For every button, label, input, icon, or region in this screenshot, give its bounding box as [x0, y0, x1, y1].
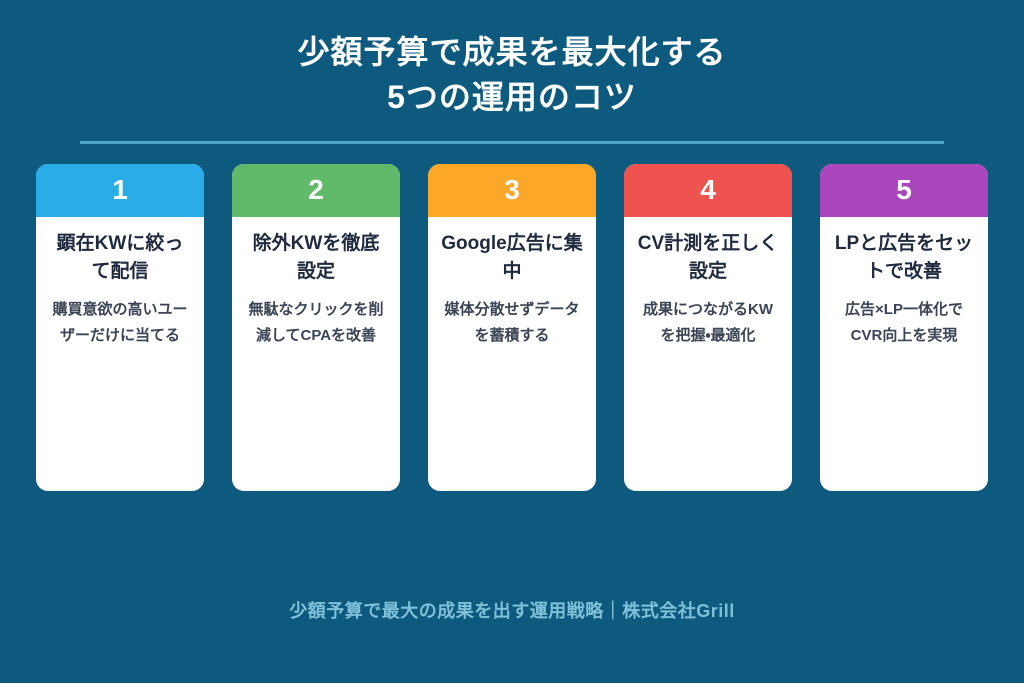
page-title-line-1: 少額予算で成果を最大化する [297, 34, 727, 70]
step-5-description: 広告×LP一体化でCVR向上を実現 [845, 300, 963, 345]
step-card-4: 4 CV計測を正しく設定 成果につながるKWを把握・最適化 [624, 163, 792, 491]
step-3-content: Google広告に集中 媒体分散せずデータを蓄積する [428, 217, 596, 350]
step-1-title: 顕在KWに絞って配信 [56, 232, 184, 283]
steps-row: 1 顕在KWに絞って配信 購買意欲の高いユーザーだけに当てる 2 除外KWを徹底… [0, 163, 1024, 491]
step-2-description: 無駄なクリックを削減してCPAを改善 [248, 300, 384, 345]
page-title-line-2: 5つの運用のコツ [387, 79, 637, 116]
step-3-description: 媒体分散せずデータを蓄積する [444, 300, 580, 345]
step-4-content: CV計測を正しく設定 成果につながるKWを把握・最適化 [624, 217, 792, 350]
step-2-title: 除外KWを徹底設定 [252, 232, 380, 283]
step-5-number-badge: 5 [820, 163, 988, 217]
step-card-2: 2 除外KWを徹底設定 無駄なクリックを削減してCPAを改善 [232, 163, 400, 491]
step-2-number-badge: 2 [232, 163, 400, 217]
step-1-description: 購買意欲の高いユーザーだけに当てる [52, 300, 188, 345]
step-4-number-badge: 4 [624, 163, 792, 217]
page-title: 少額予算で成果を最大化する 5つの運用のコツ [0, 0, 1024, 121]
step-card-1: 1 顕在KWに絞って配信 購買意欲の高いユーザーだけに当てる [36, 163, 204, 491]
footer-caption: 少額予算で最大の成果を出す運用戦略｜株式会社Grill [289, 600, 735, 621]
step-3-title: Google広告に集中 [441, 232, 583, 283]
step-1-content: 顕在KWに絞って配信 購買意欲の高いユーザーだけに当てる [36, 217, 204, 350]
step-2-content: 除外KWを徹底設定 無駄なクリックを削減してCPAを改善 [232, 217, 400, 350]
title-divider [80, 140, 944, 144]
step-5-title: LPと広告をセットで改善 [834, 232, 974, 283]
step-card-3: 3 Google広告に集中 媒体分散せずデータを蓄積する [428, 163, 596, 491]
step-4-description: 成果につながるKWを把握・最適化 [643, 300, 773, 345]
step-5-content: LPと広告をセットで改善 広告×LP一体化でCVR向上を実現 [820, 217, 988, 350]
step-card-5: 5 LPと広告をセットで改善 広告×LP一体化でCVR向上を実現 [820, 163, 988, 491]
step-3-number-badge: 3 [428, 163, 596, 217]
step-4-title: CV計測を正しく設定 [637, 232, 779, 283]
step-1-number-badge: 1 [36, 163, 204, 217]
